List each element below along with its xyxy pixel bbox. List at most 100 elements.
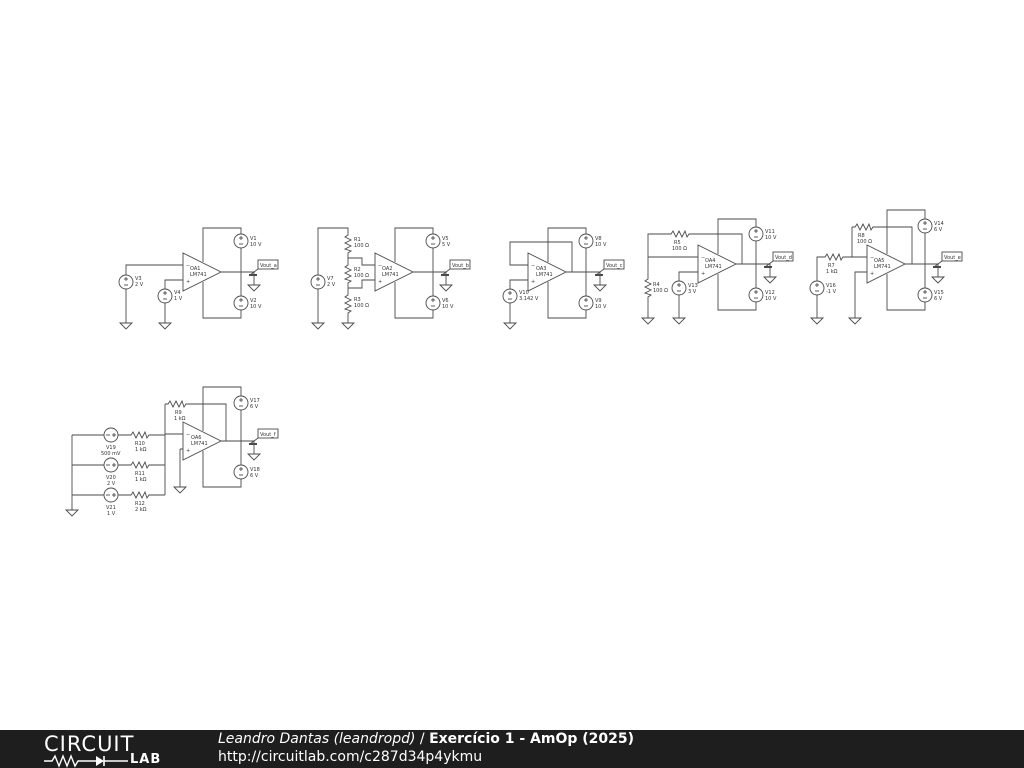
ground-symbol — [247, 284, 261, 292]
vsource-v15[interactable] — [917, 287, 933, 303]
source-name: V3 — [135, 276, 142, 282]
source-name: V15 — [934, 290, 944, 296]
resistor-name: R1 — [354, 237, 361, 243]
source-value: 3.142 V — [519, 296, 539, 302]
resistor-r8[interactable] — [821, 253, 847, 261]
source-value: 3 V — [688, 289, 697, 295]
resistor-r1[interactable] — [344, 231, 352, 257]
source-name: V6 — [442, 298, 449, 304]
source-name: V20 — [106, 475, 116, 481]
vsource-v1[interactable] — [233, 233, 249, 249]
vsource-v9[interactable] — [578, 295, 594, 311]
output-label: Vout_f — [260, 432, 276, 438]
author-link[interactable]: Leandro Dantas (leandropd) — [218, 731, 416, 747]
resistor-name: R8 — [858, 233, 865, 239]
ground-symbol — [65, 509, 79, 517]
vsource-v14[interactable] — [917, 218, 933, 234]
resistor-r10[interactable] — [127, 431, 153, 439]
source-name: V2 — [250, 298, 257, 304]
title-separator: / — [415, 731, 430, 747]
resistor-r2[interactable] — [344, 261, 352, 287]
vsource-v18[interactable] — [233, 464, 249, 480]
resistor-value: 1 kΩ — [135, 477, 147, 483]
source-name: V1 — [250, 236, 257, 242]
resistor-r12[interactable] — [127, 491, 153, 499]
source-name: V14 — [934, 221, 944, 227]
circuit-title[interactable]: Exercício 1 - AmOp (2025) — [429, 731, 635, 747]
resistor-value: 1 kΩ — [135, 447, 147, 453]
resistor-r3[interactable] — [344, 291, 352, 317]
svg-text:−: − — [186, 263, 190, 269]
vsource-v2[interactable] — [233, 295, 249, 311]
source-value: -1 V — [826, 289, 837, 295]
vsource-v10[interactable] — [502, 288, 518, 304]
vsource-v12[interactable] — [748, 287, 764, 303]
vsource-v5[interactable] — [425, 233, 441, 249]
resistor-r5[interactable] — [667, 230, 693, 238]
source-value: 2 V — [327, 282, 336, 288]
schematic-canvas[interactable]: Vout_a OA1 LM741 V3 2 V V4 1 V V1 10 V V… — [0, 0, 1024, 730]
svg-text:+: + — [186, 448, 190, 454]
vsource-v16[interactable] — [809, 280, 825, 296]
source-name: V18 — [250, 467, 260, 473]
vsource-v6[interactable] — [425, 295, 441, 311]
resistor-value: 100 Ω — [653, 288, 668, 294]
source-value: 2 V — [135, 282, 144, 288]
resistor-value: 100 Ω — [672, 246, 687, 252]
opamp-model: LM741 — [382, 272, 399, 278]
svg-text:−: − — [531, 263, 535, 269]
vsource-v3[interactable] — [118, 274, 134, 290]
vsource-v13[interactable] — [671, 280, 687, 296]
vsource-v11[interactable] — [748, 226, 764, 242]
ground-symbol — [848, 317, 862, 325]
source-name: V10 — [519, 290, 529, 296]
vsource-v19[interactable] — [103, 427, 119, 443]
ground-symbol — [672, 317, 686, 325]
opamp-model: LM741 — [705, 264, 722, 270]
ground-symbol — [247, 453, 261, 461]
logo-text-circuit: CIRCUIT — [44, 732, 135, 756]
ground-symbol — [763, 276, 777, 284]
ground-symbol — [641, 317, 655, 325]
resistor-value: 2 kΩ — [135, 507, 147, 513]
source-value: 500 mV — [101, 451, 121, 457]
opamp-pin-markers: −+ −+ −+ −+ −+ −+ — [186, 255, 874, 454]
resistor-name: R2 — [354, 267, 361, 273]
source-value: 10 V — [595, 304, 607, 310]
resistor-r4[interactable] — [644, 275, 652, 301]
output-label: Vout_d — [775, 255, 792, 261]
vsource-v8[interactable] — [578, 233, 594, 249]
resistor-name: R9 — [175, 410, 182, 416]
source-value: 10 V — [765, 235, 777, 241]
svg-text:−: − — [378, 263, 382, 269]
resistor-r9[interactable] — [164, 400, 190, 408]
circuit-url[interactable]: http://circuitlab.com/c287d34p4ykmu — [218, 749, 483, 765]
opamp-model: LM741 — [536, 272, 553, 278]
svg-text:+: + — [531, 279, 535, 285]
source-name: V21 — [106, 505, 116, 511]
svg-text:+: + — [186, 279, 190, 285]
resistor-value: 1 kΩ — [826, 269, 838, 275]
ground-symbol — [158, 322, 172, 330]
vsource-v20[interactable] — [103, 457, 119, 473]
resistor-value: 100 Ω — [857, 239, 872, 245]
vsource-v21[interactable] — [103, 487, 119, 503]
resistor-value: 1 kΩ — [174, 416, 186, 422]
circuitlab-logo[interactable]: CIRCUIT LAB — [44, 732, 174, 768]
ground-symbol — [439, 284, 453, 292]
resistor-r7[interactable] — [851, 223, 877, 231]
vsource-v4[interactable] — [157, 288, 173, 304]
vsource-v7[interactable] — [310, 274, 326, 290]
vsource-v17[interactable] — [233, 395, 249, 411]
resistor-name: R10 — [135, 441, 145, 447]
svg-text:−: − — [701, 255, 705, 261]
logo-text-lab: LAB — [130, 752, 162, 767]
opamp-name: OA3 — [536, 266, 546, 272]
opamp-model: LM741 — [190, 272, 207, 278]
output-label: Vout_b — [452, 263, 469, 269]
opamp-name: OA5 — [874, 258, 884, 264]
ground-symbol — [341, 322, 355, 330]
source-value: 10 V — [442, 304, 454, 310]
resistor-r11[interactable] — [127, 461, 153, 469]
source-name: V19 — [106, 445, 116, 451]
